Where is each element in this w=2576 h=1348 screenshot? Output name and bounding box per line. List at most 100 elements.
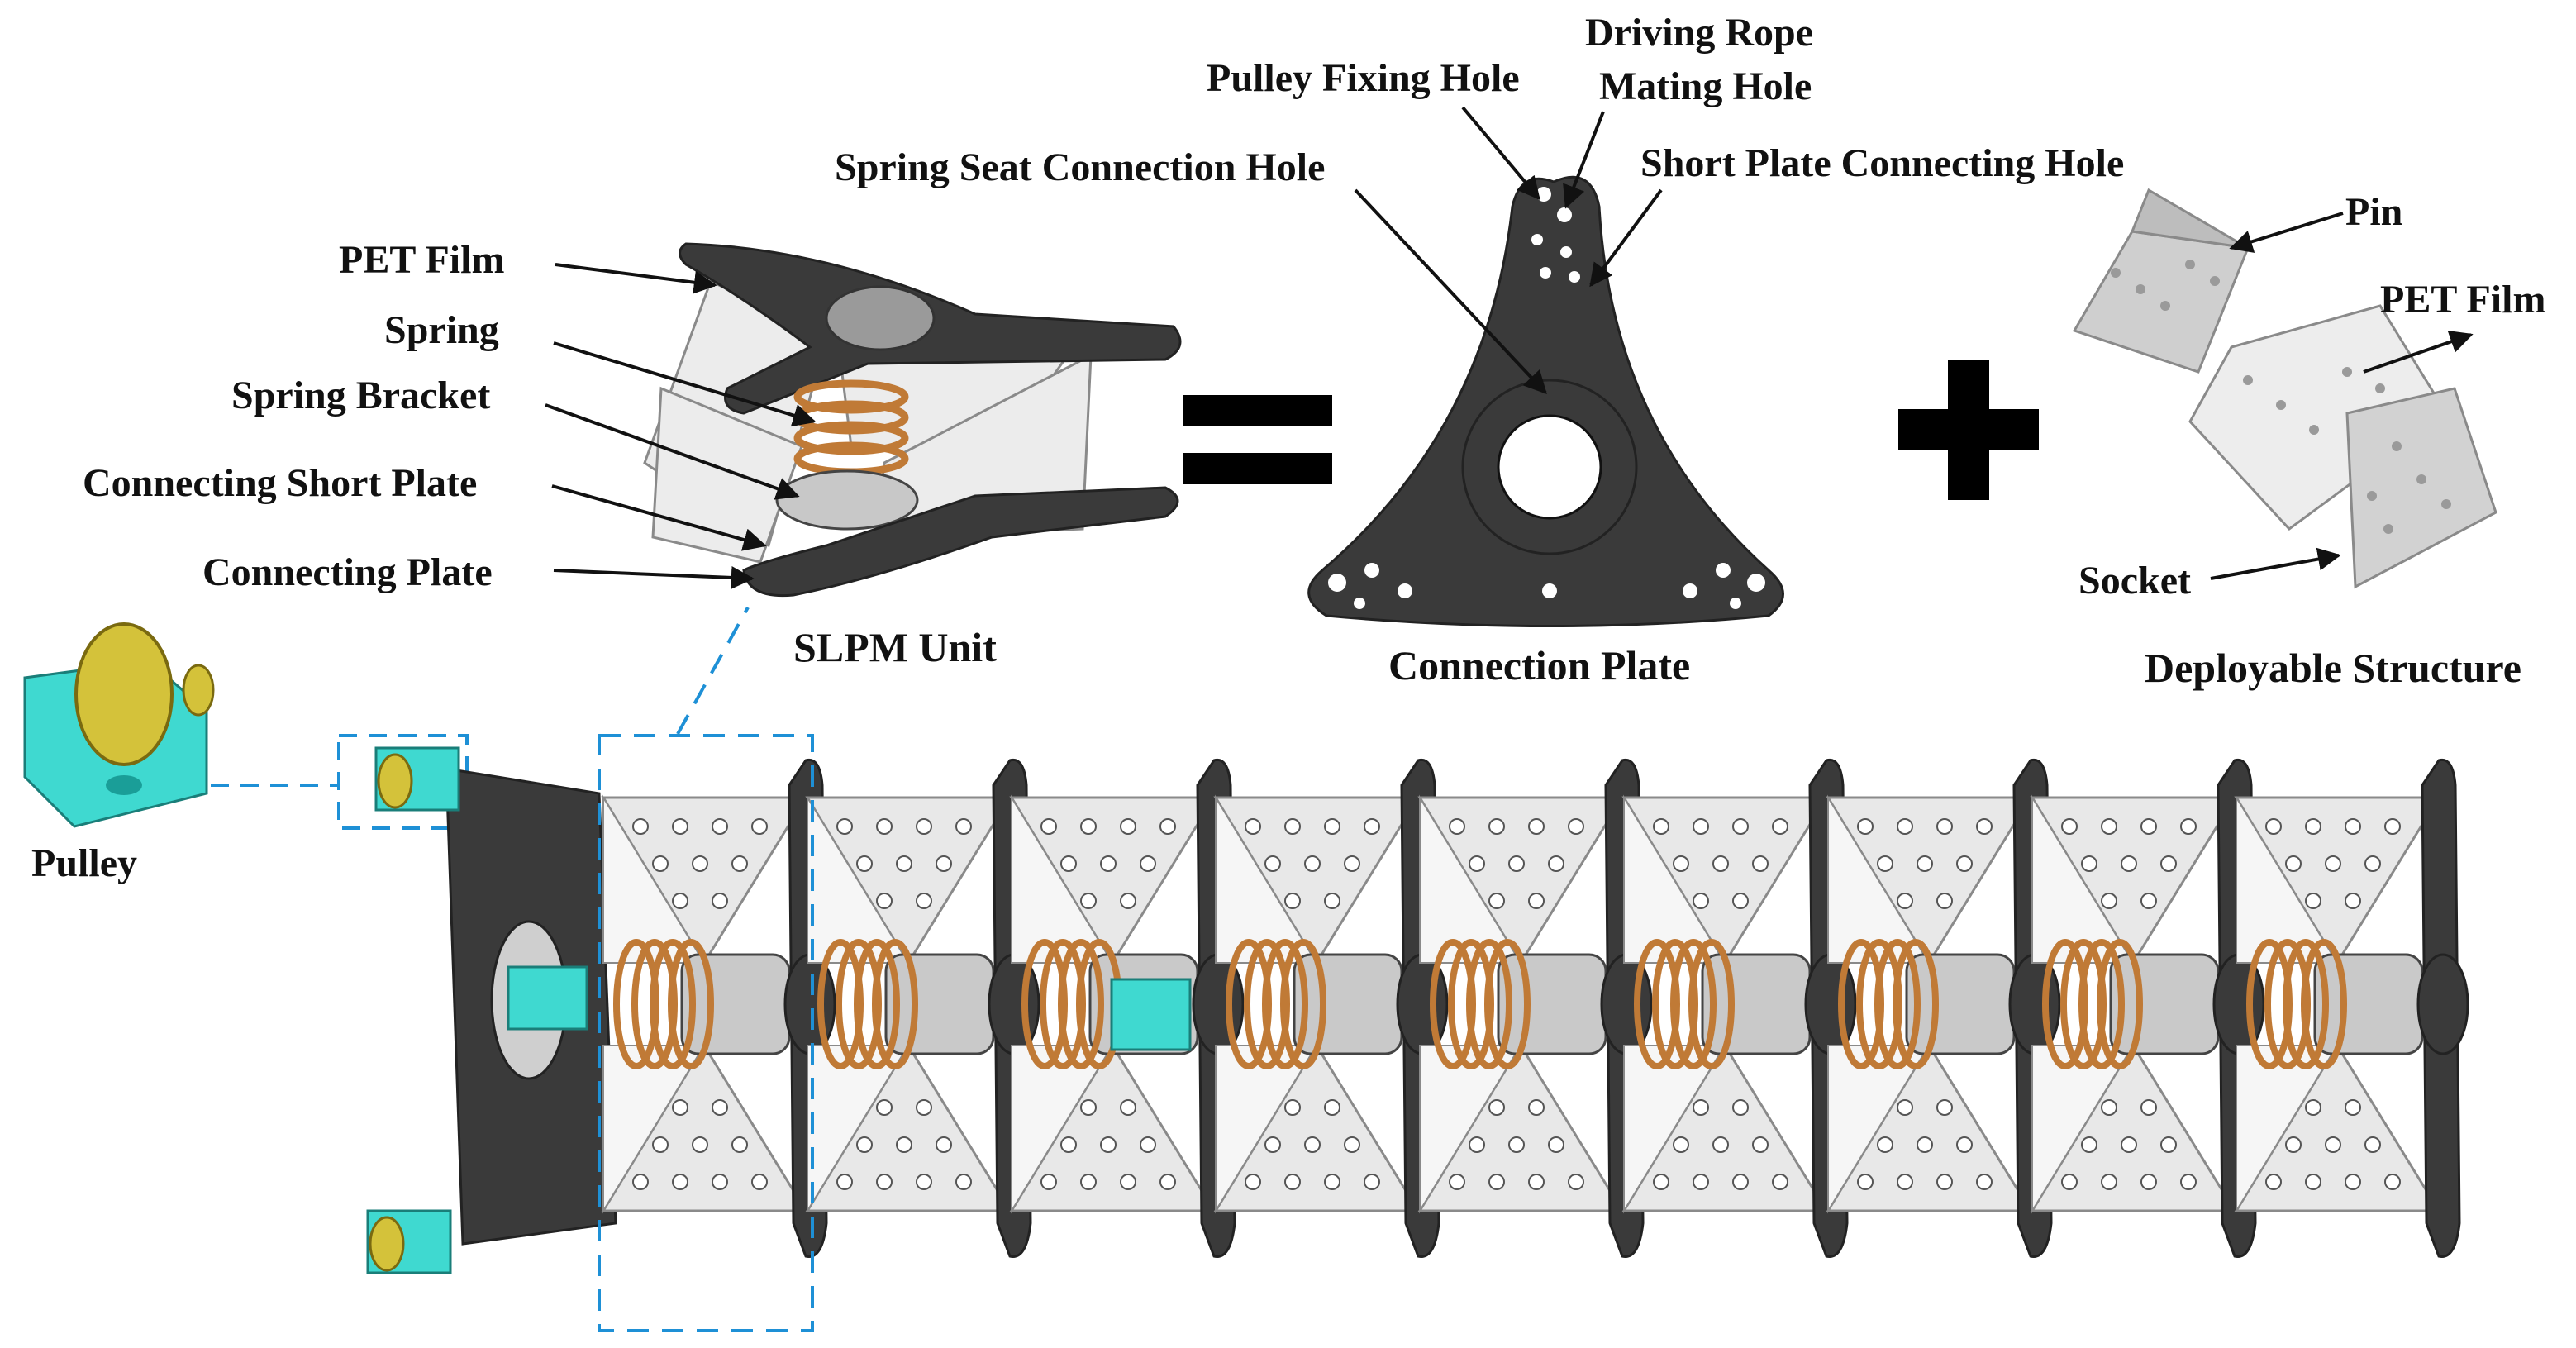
label-pet-film: PET Film bbox=[339, 238, 504, 282]
chain-film-hole bbox=[1936, 893, 1953, 909]
chain-spring-coil bbox=[1484, 939, 1531, 1069]
chain-film-hole bbox=[896, 1136, 912, 1153]
pulley-callout-box bbox=[337, 734, 469, 830]
chain-film-hole bbox=[1917, 855, 1933, 872]
chain-film-hole bbox=[2265, 1174, 2282, 1190]
label-connecting-short-plate: Connecting Short Plate bbox=[83, 461, 477, 505]
label-connecting-plate: Connecting Plate bbox=[202, 550, 493, 594]
chain-film-hole bbox=[1548, 1136, 1564, 1153]
chain-film-hole bbox=[1120, 1099, 1136, 1116]
chain-film-hole bbox=[2325, 855, 2341, 872]
chain-film-hole bbox=[632, 818, 649, 835]
chain-spring-bracket bbox=[2313, 953, 2424, 1055]
slpm-labels: PET Film Spring Spring Bracket Connectin… bbox=[83, 238, 997, 670]
chain-film-hole bbox=[2384, 1174, 2401, 1190]
label-spring: Spring bbox=[384, 308, 499, 352]
chain-film-hole bbox=[1508, 855, 1525, 872]
chain-film-hole bbox=[936, 1136, 952, 1153]
chain-film-hole bbox=[936, 855, 952, 872]
chain-film-hole bbox=[2160, 855, 2177, 872]
chain-pulley-bottom-wheel bbox=[369, 1216, 405, 1272]
chain-film-hole bbox=[856, 1136, 873, 1153]
connection-plate-labels: Pulley Fixing Hole Driving Rope Mating H… bbox=[835, 11, 2124, 688]
chain-film-hole bbox=[1140, 855, 1156, 872]
chain-spring-coil bbox=[1670, 939, 1717, 1069]
chain-film-hole bbox=[1469, 855, 1485, 872]
chain-film-hole bbox=[1449, 818, 1465, 835]
chain-film-hole bbox=[2081, 1136, 2097, 1153]
chain-film-hole bbox=[1568, 1174, 1584, 1190]
chain-spring-coil bbox=[872, 939, 918, 1069]
chain-film-hole bbox=[2285, 855, 2302, 872]
chain-film-hole bbox=[955, 1174, 972, 1190]
chain-film-hole bbox=[876, 1174, 893, 1190]
chain-film-hole bbox=[1080, 818, 1097, 835]
chain-spring-coil bbox=[1688, 939, 1735, 1069]
chain-film-hole bbox=[2180, 818, 2197, 835]
chain-film-hole bbox=[2305, 1174, 2321, 1190]
chain-film-hole bbox=[692, 1136, 708, 1153]
chain-film-hole bbox=[632, 1174, 649, 1190]
chain-film-hole bbox=[672, 1174, 688, 1190]
chain-film-hole bbox=[1712, 855, 1729, 872]
chain-spring-coil bbox=[1262, 939, 1308, 1069]
connection-plate-center-hole bbox=[1497, 414, 1602, 520]
chain-film-hole bbox=[672, 893, 688, 909]
chain-film-hole bbox=[1897, 893, 1913, 909]
caption-slpm-unit: SLPM Unit bbox=[793, 624, 997, 670]
chain-spring-coil bbox=[1874, 939, 1921, 1069]
chain-film-hole bbox=[1693, 893, 1709, 909]
chain-film-hole bbox=[712, 1099, 728, 1116]
chain-film-hole bbox=[1528, 893, 1545, 909]
chain-film-hole bbox=[672, 1099, 688, 1116]
chain-film-hole bbox=[1712, 1136, 1729, 1153]
chain-film-hole bbox=[2101, 1099, 2117, 1116]
chain-film-hole bbox=[1324, 1174, 1340, 1190]
chain-film-hole bbox=[1488, 1174, 1505, 1190]
chain-film-hole bbox=[1364, 1174, 1380, 1190]
chain-film-hole bbox=[2345, 893, 2361, 909]
label-short-plate-connecting-hole: Short Plate Connecting Hole bbox=[1640, 141, 2124, 185]
chain-film-hole bbox=[1344, 855, 1360, 872]
chain-film-hole bbox=[1976, 818, 1993, 835]
chain-film-hole bbox=[1364, 818, 1380, 835]
chain-units bbox=[601, 758, 2469, 1258]
chain-film-hole bbox=[1917, 1136, 1933, 1153]
chain-film-hole bbox=[856, 855, 873, 872]
chain-film-hole bbox=[1080, 893, 1097, 909]
chain-film-hole bbox=[1936, 1174, 1953, 1190]
label-driving-rope-line2: Mating Hole bbox=[1599, 64, 1812, 108]
chain-film-hole bbox=[712, 893, 728, 909]
chain-spring-coil bbox=[1280, 939, 1326, 1069]
chain-film-hole bbox=[2140, 893, 2157, 909]
chain-film-hole bbox=[1344, 1136, 1360, 1153]
chain-film-hole bbox=[1080, 1099, 1097, 1116]
chain-film-hole bbox=[1284, 1099, 1301, 1116]
label-pulley-fixing-hole: Pulley Fixing Hole bbox=[1207, 56, 1520, 100]
chain-spring-coil bbox=[668, 939, 714, 1069]
chain-film-hole bbox=[751, 818, 768, 835]
chain-film-hole bbox=[1120, 893, 1136, 909]
chain-film-hole bbox=[916, 1174, 932, 1190]
plus-sign bbox=[1898, 360, 2039, 500]
chain-spring-bracket bbox=[2109, 953, 2220, 1055]
chain-film-hole bbox=[896, 855, 912, 872]
chain-film-hole bbox=[2265, 818, 2282, 835]
label-socket: Socket bbox=[2078, 559, 2191, 603]
chain-film-hole bbox=[2140, 1174, 2157, 1190]
chain-spring-coil bbox=[854, 939, 900, 1069]
label-spring-bracket: Spring Bracket bbox=[231, 374, 490, 417]
chain-film-hole bbox=[1324, 818, 1340, 835]
chain-spring-coil bbox=[650, 939, 696, 1069]
chain-film-hole bbox=[2061, 1174, 2078, 1190]
chain-film-hole bbox=[916, 818, 932, 835]
chain-film-hole bbox=[1324, 1099, 1340, 1116]
chain-film-hole bbox=[1528, 818, 1545, 835]
chain-film-hole bbox=[1693, 1174, 1709, 1190]
chain-pulley-middle bbox=[1110, 978, 1192, 1051]
chain-film-hole bbox=[1140, 1136, 1156, 1153]
connection-plate-drawing bbox=[1307, 175, 1784, 627]
label-pet-film-right: PET Film bbox=[2380, 278, 2545, 322]
chain-film-hole bbox=[1080, 1174, 1097, 1190]
chain-film-hole bbox=[1897, 1099, 1913, 1116]
